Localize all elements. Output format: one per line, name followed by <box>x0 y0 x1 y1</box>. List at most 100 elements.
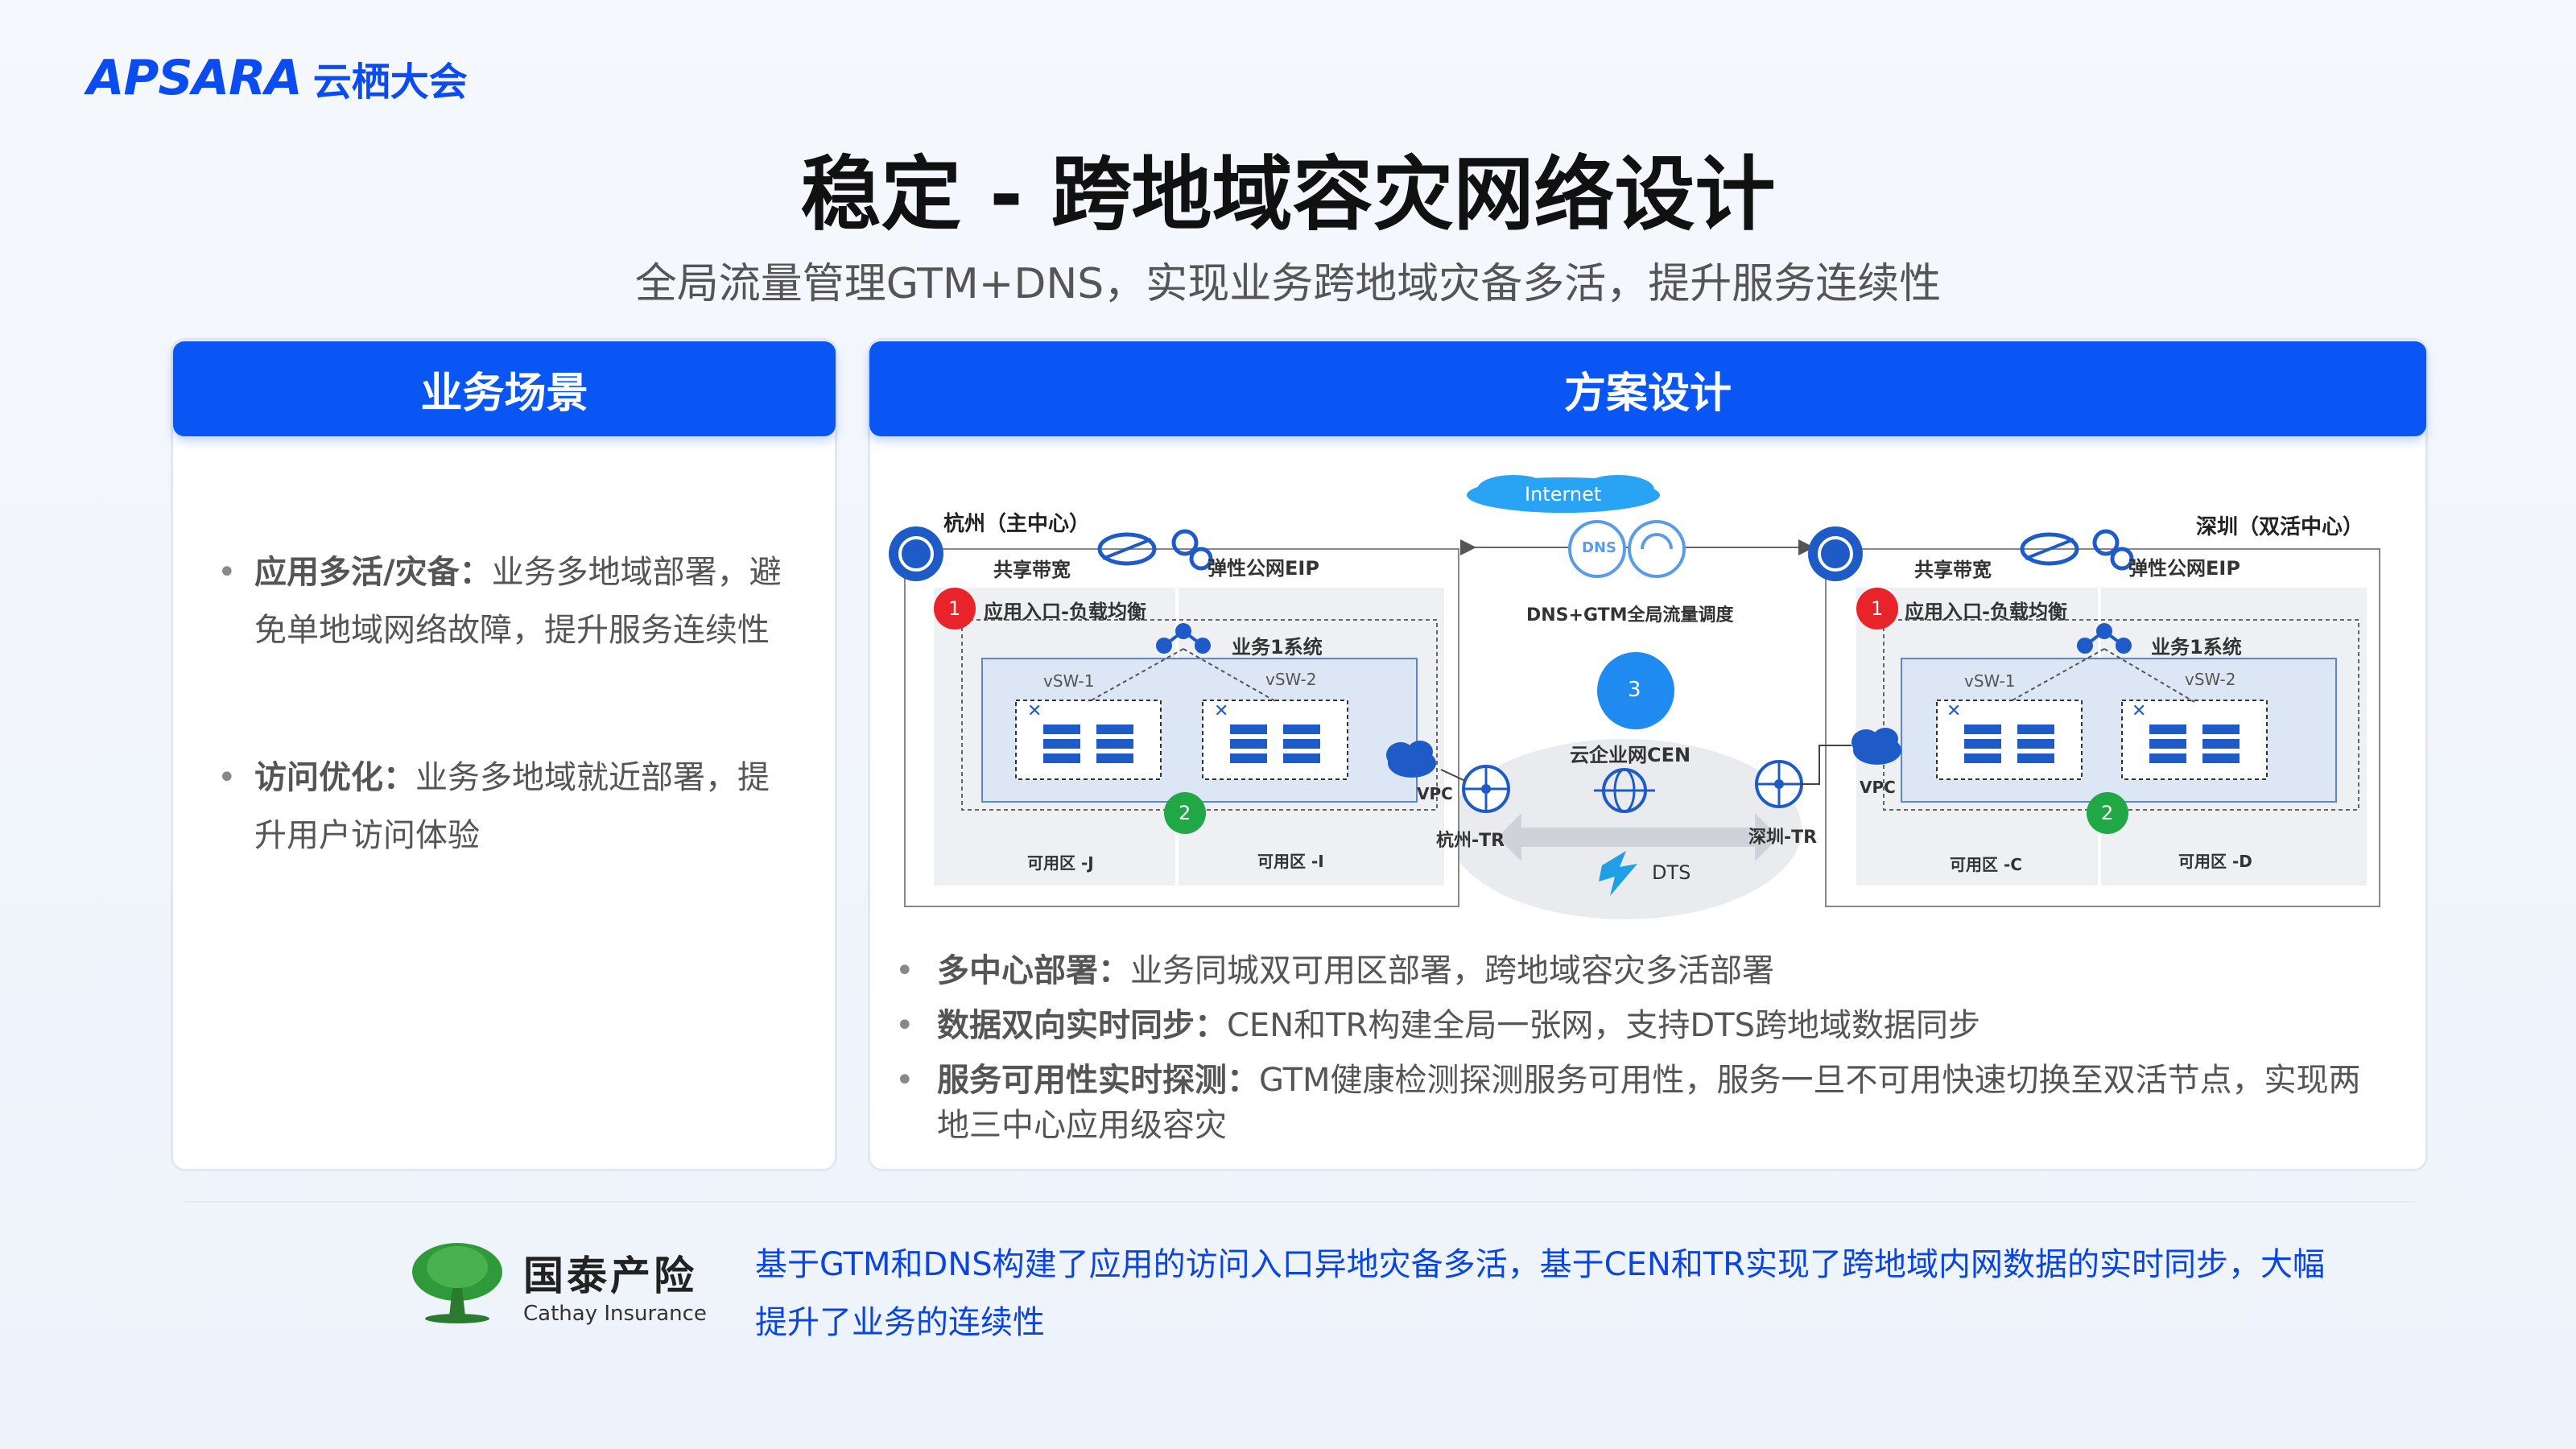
hangzhou-title: 杭州（主中心） <box>943 512 1091 536</box>
tr-label: 深圳-TR <box>1748 828 1818 848</box>
cen-globe-icon <box>1594 768 1655 813</box>
vpc-tr-link <box>1440 769 1466 782</box>
bullet-label: 服务可用性实时探测 <box>937 1062 1227 1099</box>
az-label: 可用区 -D <box>2178 852 2252 871</box>
shared-bandwidth-label: 共享带宽 <box>993 559 1071 581</box>
bullet-label: 访问优化 <box>254 759 383 796</box>
vsw2-label: vSW-2 <box>2185 670 2236 689</box>
tr-label: 杭州-TR <box>1436 831 1505 851</box>
eip-icon <box>1171 529 1213 571</box>
brand-wordmark: APSARA <box>87 50 303 106</box>
design-header: 方案设计 <box>869 341 2426 436</box>
eip-label: 弹性公网EIP <box>1208 557 1319 580</box>
server-icon <box>1283 724 1320 763</box>
scenario-header: 业务场景 <box>173 341 836 436</box>
bullet-label: 数据双向实时同步 <box>937 1007 1195 1044</box>
badge-1 <box>934 588 976 630</box>
summary-line: 提升了业务的连续性 <box>755 1304 1045 1341</box>
vsw2-label: vSW-2 <box>1265 670 1317 689</box>
customer-summary: 基于GTM和DNS构建了应用的访问入口异地灾备多活，基于CEN和TR实现了跨地域… <box>755 1236 2365 1352</box>
cathay-logo-en: Cathay Insurance <box>523 1302 707 1326</box>
design-bullet: • 服务可用性实时探测：GTM健康检测探测服务可用性，服务一旦不可用快速切换至双… <box>895 1058 2384 1148</box>
brand-logo: APSARA 云栖大会 <box>87 50 468 106</box>
shared-bandwidth-label: 共享带宽 <box>1914 559 1992 581</box>
vpc-tr-link <box>1800 745 1852 785</box>
az-label: 可用区 -C <box>1950 855 2022 874</box>
vsw1-label: vSW-1 <box>1964 671 2016 691</box>
eip-icon <box>2092 529 2134 571</box>
shenzhen-tr-icon <box>1755 760 1803 808</box>
shenzhen-title: 深圳（双活中心） <box>2196 515 2364 539</box>
summary-line: 基于GTM和DNS构建了应用的访问入口异地灾备多活，基于CEN和TR实现了跨地域… <box>755 1246 2325 1283</box>
bullet-label: 多中心部署 <box>937 952 1098 989</box>
hangzhou-region-icon <box>889 526 943 581</box>
vswitch-icon: ✕ <box>1946 701 1961 721</box>
lb-link-line <box>2103 648 2195 703</box>
vsw1-label: vSW-1 <box>1043 671 1095 691</box>
load-balancer-icon <box>1156 623 1211 654</box>
dts-sync-arrow <box>1497 813 1779 861</box>
scenario-bullet: • 访问优化：业务多地域就近部署，提升用户访问体验 <box>217 749 813 865</box>
bullet-dot: • <box>895 1062 914 1099</box>
badge-2 <box>1164 792 1206 834</box>
bullet-dot: • <box>217 554 237 591</box>
cathay-logo-cn: 国泰产险 <box>523 1253 697 1299</box>
server-icon <box>1096 724 1133 763</box>
vsw2-box <box>2121 700 2268 780</box>
badge-1-label: 1 <box>1871 597 1884 620</box>
architecture-diagram: ✕ ✕ <box>886 459 2399 926</box>
cen-label: 云企业网CEN <box>1570 744 1691 766</box>
az-label: 可用区 -I <box>1257 852 1324 871</box>
server-icon <box>2017 724 2054 763</box>
vsw1-box <box>1015 700 1162 780</box>
dns-gtm-label: DNS+GTM全局流量调度 <box>1526 605 1734 625</box>
vpc-cloud-icon <box>1386 741 1436 778</box>
vswitch-icon: ✕ <box>1027 701 1042 721</box>
server-icon <box>2202 724 2240 763</box>
vswitch-icon: ✕ <box>2132 701 2146 721</box>
scenario-bullet: • 应用多活/灾备：业务多地域部署，避免单地域网络故障，提升服务连续性 <box>217 543 813 659</box>
design-bullet: • 数据双向实时同步：CEN和TR构建全局一张网，支持DTS跨地域数据同步 <box>895 1003 2384 1048</box>
cathay-tree-logo-icon <box>412 1243 502 1323</box>
vpc-cloud-icon <box>1852 728 1901 765</box>
hangzhou-tr-icon <box>1462 765 1510 813</box>
vpc-label: VPC <box>1860 778 1896 797</box>
dts-icon <box>1599 851 1637 896</box>
lb-link-line <box>1183 648 1278 703</box>
bullet-dot: • <box>217 759 237 796</box>
load-balancer-icon <box>2077 623 2132 654</box>
bullet-dot: • <box>895 952 914 989</box>
bullet-dot: • <box>895 1007 914 1044</box>
server-icon <box>1043 724 1080 763</box>
badge-2-label: 2 <box>1179 802 1191 824</box>
internet-cloud-icon <box>1467 475 1660 513</box>
system-label: 业务1系统 <box>2151 636 2242 658</box>
lb-link-line <box>2008 648 2105 703</box>
dts-label: DTS <box>1652 861 1691 884</box>
shared-bandwidth-icon <box>2020 532 2079 566</box>
badge-2-label: 2 <box>2101 802 2114 824</box>
vsw1-box <box>1936 700 2083 780</box>
design-bullet: • 多中心部署：业务同城双可用区部署，跨地域容灾多活部署 <box>895 948 2384 993</box>
server-icon <box>1964 724 2001 763</box>
az-label: 可用区 -J <box>1027 853 1094 873</box>
dns-icon <box>1568 520 1626 578</box>
dns-icon-label: DNS <box>1582 539 1616 556</box>
footer-divider <box>185 1201 2415 1203</box>
internet-label: Internet <box>1525 483 1602 506</box>
vsw2-box <box>1202 700 1348 780</box>
cen-badge-label: 3 <box>1628 678 1641 702</box>
scenario-panel <box>171 338 837 1171</box>
badge-2 <box>2087 792 2128 834</box>
cen-badge <box>1597 652 1674 729</box>
brand-name: 云栖大会 <box>312 60 468 105</box>
eip-label: 弹性公网EIP <box>2128 557 2240 580</box>
badge-1 <box>1856 588 1898 630</box>
shared-bandwidth-icon <box>1097 532 1157 566</box>
server-icon <box>2149 724 2186 763</box>
badge-1-label: 1 <box>948 597 961 620</box>
lb-label: 应用入口-负载均衡 <box>984 601 1146 623</box>
server-icon <box>1230 724 1267 763</box>
page-subtitle: 全局流量管理GTM+DNS，实现业务跨地域灾备多活，提升服务连续性 <box>634 260 1942 308</box>
system-label: 业务1系统 <box>1232 636 1323 658</box>
